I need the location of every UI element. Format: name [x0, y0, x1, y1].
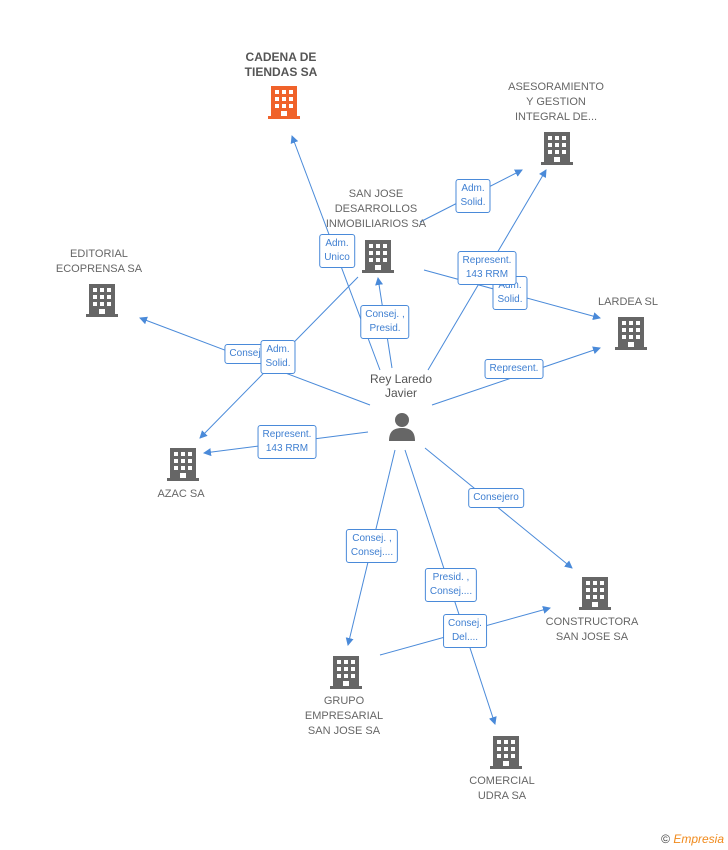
- company-label-sanjose-desarrollos[interactable]: SAN JOSE DESARROLLOS INMOBILIARIOS SA: [325, 188, 427, 230]
- company-label-azac[interactable]: AZAC SA: [157, 488, 205, 500]
- company-label-comercial[interactable]: COMERCIAL UDRA SA: [469, 775, 535, 802]
- edge-label-consej-presid[interactable]: Consej. , Presid.: [360, 305, 410, 339]
- edge-label-consej-del[interactable]: Consej. Del....: [443, 614, 487, 648]
- edge-person-constructora: [424, 447, 573, 569]
- edge-label-adm-solid-azac[interactable]: Adm. Solid.: [260, 340, 296, 374]
- edge-label-presid-consej[interactable]: Presid. , Consej....: [424, 568, 478, 602]
- company-label-constructora[interactable]: CONSTRUCTORA SAN JOSE SA: [545, 616, 639, 643]
- company-label-asesoramiento[interactable]: ASESORAMIENTO Y GESTION INTEGRAL DE...: [508, 81, 604, 123]
- company-label-lardea[interactable]: LARDEA SL: [598, 296, 658, 308]
- building-icon-grupo[interactable]: [330, 654, 362, 690]
- edge-label-consej-consej[interactable]: Consej. , Consej....: [345, 529, 399, 563]
- building-icon-comercial[interactable]: [490, 734, 522, 770]
- company-label-grupo[interactable]: GRUPO EMPRESARIAL SAN JOSE SA: [304, 695, 384, 737]
- edge-label-consejero[interactable]: Consejero: [468, 488, 524, 508]
- footer-brand[interactable]: © Empresia: [661, 832, 724, 846]
- building-icon-asesoramiento[interactable]: [541, 130, 573, 166]
- building-icon-constructora[interactable]: [579, 575, 611, 611]
- company-label-editorial[interactable]: EDITORIAL ECOPRENSA SA: [55, 248, 143, 275]
- company-label-cadena[interactable]: CADENA DE TIENDAS SA: [244, 50, 318, 79]
- edge-label-represent-143-asesoramiento[interactable]: Represent. 143 RRM: [457, 251, 517, 285]
- building-icon-azac[interactable]: [167, 446, 199, 482]
- building-icon-sanjose-desarrollos[interactable]: [362, 238, 394, 274]
- person-icon[interactable]: [388, 412, 416, 442]
- edge-label-represent-lardea[interactable]: Represent.: [484, 359, 544, 379]
- building-icon-cadena[interactable]: [268, 84, 300, 120]
- edge-label-represent-143-azac[interactable]: Represent. 143 RRM: [257, 425, 317, 459]
- edge-label-consej-editorial[interactable]: Consej: [224, 344, 266, 364]
- building-icon-lardea[interactable]: [615, 315, 647, 351]
- copyright-symbol: ©: [661, 832, 670, 846]
- brand-logo-text: Empresia: [673, 832, 724, 846]
- edge-label-adm-solid-asesoramiento[interactable]: Adm. Solid.: [455, 179, 491, 213]
- edge-label-adm-unico[interactable]: Adm. Unico: [319, 234, 355, 268]
- building-icon-editorial[interactable]: [86, 282, 118, 318]
- person-name[interactable]: Rey Laredo Javier: [369, 372, 433, 400]
